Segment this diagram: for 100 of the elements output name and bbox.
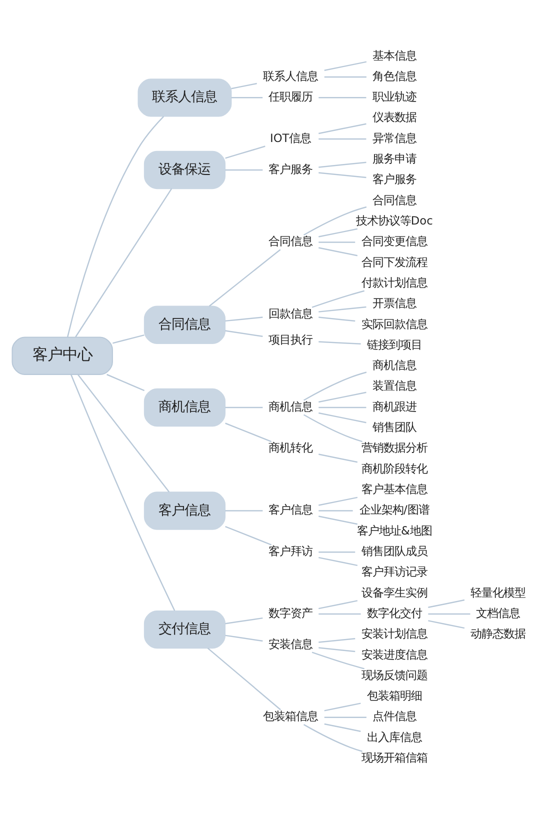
node-text: 仪表数据 xyxy=(372,110,416,124)
connector xyxy=(303,414,362,442)
connector xyxy=(318,612,361,614)
connector xyxy=(77,374,170,492)
node-text: 现场反馈问题 xyxy=(361,667,428,682)
node-text: 动静态数据 xyxy=(470,626,526,640)
connector xyxy=(324,722,361,732)
node-text: 回款信息 xyxy=(268,306,313,320)
connector xyxy=(318,453,358,462)
connector xyxy=(225,406,263,408)
node-text: 基本信息 xyxy=(372,48,416,62)
node-box: 联系人信息 xyxy=(138,78,232,116)
connector xyxy=(231,96,263,98)
connector xyxy=(312,290,364,308)
node-text: 职业轨迹 xyxy=(372,89,416,104)
connector xyxy=(318,391,366,402)
node-text: 客户基本信息 xyxy=(361,482,428,496)
node-text: 开票信息 xyxy=(372,296,416,310)
connector xyxy=(318,316,356,322)
node-text: IOT信息 xyxy=(270,130,312,144)
connector xyxy=(75,188,172,337)
node-text: 销售团队成员 xyxy=(361,543,428,558)
connector xyxy=(318,228,358,237)
connector xyxy=(318,550,356,552)
node-text: 设备孪生实例 xyxy=(361,584,428,599)
connector xyxy=(318,138,366,140)
node-text: 包装箱明细 xyxy=(366,688,422,702)
connector xyxy=(428,612,470,614)
node-text: 安装计划信息 xyxy=(361,626,428,640)
node-text: 技术协议等Doc xyxy=(356,212,433,227)
node-text: 安装信息 xyxy=(268,636,313,650)
connector xyxy=(208,248,281,306)
node-text: 文档信息 xyxy=(476,605,520,620)
node-text: 商机阶段转化 xyxy=(361,460,428,475)
node-text: 客户地址&地图 xyxy=(356,522,432,537)
node-text: 销售团队 xyxy=(372,420,416,434)
connector xyxy=(312,651,364,669)
node-text: 实际回款信息 xyxy=(361,316,428,330)
node-text: 付款计划信息 xyxy=(361,274,428,289)
connector xyxy=(225,145,266,158)
connector xyxy=(428,620,465,628)
connector xyxy=(318,172,366,178)
node-text: 合同信息 xyxy=(372,192,416,206)
connector xyxy=(207,647,281,710)
connector xyxy=(324,716,366,718)
connector xyxy=(318,600,358,609)
node-text: 任职履历 xyxy=(268,89,313,104)
connector xyxy=(225,616,263,624)
node-text: 轻量化模型 xyxy=(470,584,526,599)
node-text: 装置信息 xyxy=(372,378,416,392)
node-text: 合同变更信息 xyxy=(361,234,428,248)
connector xyxy=(303,724,362,752)
connector xyxy=(225,510,263,511)
node-text: 商机信息 xyxy=(372,358,416,372)
connector xyxy=(318,96,366,98)
node-text: 点件信息 xyxy=(372,708,416,723)
connector xyxy=(318,510,353,511)
node-box: 商机信息 xyxy=(144,388,226,426)
connector xyxy=(303,371,367,400)
connector xyxy=(225,422,272,442)
node-text: 安装进度信息 xyxy=(361,646,428,661)
node-box: 合同信息 xyxy=(144,305,226,344)
node-text: 合同信息 xyxy=(268,234,313,248)
connector xyxy=(318,496,358,506)
node-text: 客户拜访 xyxy=(268,543,313,558)
node-text: 项目执行 xyxy=(268,332,313,346)
connector xyxy=(225,634,263,642)
connector xyxy=(318,406,366,408)
node-box: 客户信息 xyxy=(144,491,226,530)
node-text: 客户服务 xyxy=(372,172,416,186)
connector xyxy=(318,241,356,242)
connector xyxy=(112,334,144,344)
node-box: 交付信息 xyxy=(144,610,226,648)
node-text: 数字资产 xyxy=(268,605,313,620)
connector xyxy=(70,374,176,610)
connector xyxy=(66,116,164,337)
connector xyxy=(318,161,366,168)
node-text: 出入库信息 xyxy=(366,729,422,744)
node-text: 合同下发流程 xyxy=(361,254,428,268)
node-text: 角色信息 xyxy=(372,68,416,82)
connector xyxy=(324,60,367,70)
node-text: 商机跟进 xyxy=(372,398,416,413)
connector xyxy=(318,246,358,256)
connector xyxy=(324,702,361,711)
node-text: 营销数据分析 xyxy=(361,440,428,454)
connector xyxy=(318,556,358,566)
connector xyxy=(318,412,366,423)
connector xyxy=(428,598,465,608)
connector xyxy=(225,316,263,322)
node-text: 数字化交付 xyxy=(366,605,422,620)
node-text: 异常信息 xyxy=(372,130,416,144)
node-text: 商机信息 xyxy=(268,398,313,413)
connector xyxy=(303,206,367,236)
connector xyxy=(231,82,257,89)
node-text: 现场开箱信箱 xyxy=(361,750,428,764)
connector xyxy=(318,515,358,524)
node-box: 设备保运 xyxy=(144,150,226,189)
connector xyxy=(324,76,366,78)
connector xyxy=(318,646,356,652)
connector xyxy=(225,330,263,336)
